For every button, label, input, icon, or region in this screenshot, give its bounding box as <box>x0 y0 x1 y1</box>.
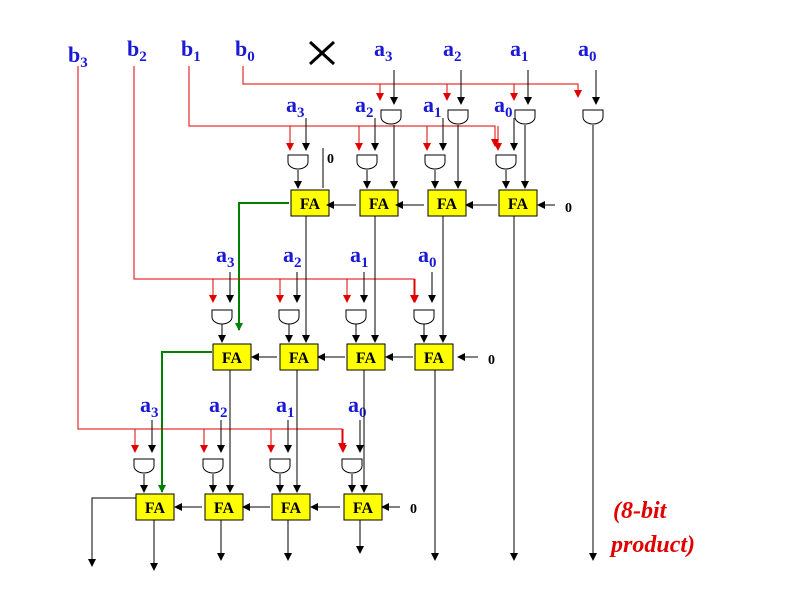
fa-r2-0 <box>212 343 252 371</box>
and-gate-r0-2 <box>514 109 536 125</box>
fa-r3-1-label: FA <box>214 500 235 517</box>
b2-line <box>133 66 418 303</box>
input-b0-label: b0 <box>235 36 255 65</box>
b0-line <box>242 66 582 98</box>
and-gate-r1-3 <box>495 154 517 170</box>
fa-r3-2-label: FA <box>281 500 302 517</box>
times-icon <box>308 40 336 66</box>
and-gate-r3-0 <box>133 458 155 474</box>
row2-a0-label: a0 <box>418 242 437 271</box>
b3-line <box>77 66 346 451</box>
and-gate-r0-0 <box>380 109 402 125</box>
row2-a2-label: a2 <box>283 242 302 271</box>
and-gate-r2-1 <box>278 309 300 325</box>
fa-r3-0 <box>135 493 175 521</box>
input-a3-label: a3 <box>374 36 393 65</box>
row3-a1-label: a1 <box>276 392 295 421</box>
row2-a1-label: a1 <box>350 242 369 271</box>
fa-r3-3-label: FA <box>353 500 374 517</box>
row1-a2-label: a2 <box>355 92 374 121</box>
and-gate-r2-0 <box>211 309 233 325</box>
r1-carry-out <box>235 202 289 331</box>
row3-a3-label: a3 <box>140 392 159 421</box>
row2-a3-label: a3 <box>216 242 235 271</box>
and-gate-r0-3 <box>582 109 604 125</box>
fa-r1-1 <box>359 189 399 217</box>
row3-a0-label: a0 <box>348 392 367 421</box>
fa-r2-0-label: FA <box>222 350 243 367</box>
fa-r1-3-label: FA <box>508 196 529 213</box>
product-note-line1: (8-bit <box>613 498 668 524</box>
input-a2-label: a2 <box>443 36 462 65</box>
and-gate-r1-0 <box>287 154 309 170</box>
input-b-labels: b3 b2 b1 b0 <box>68 36 255 71</box>
r2-carry-out <box>158 351 212 493</box>
row3-a2-label: a2 <box>209 392 228 421</box>
fa-r1-1-label: FA <box>369 196 390 213</box>
row1-a1-label: a1 <box>423 92 442 121</box>
fa-r2-2-label: FA <box>356 350 377 367</box>
and-gate-r1-1 <box>356 154 378 170</box>
input-a1-label: a1 <box>510 36 529 65</box>
and-gate-r3-3 <box>341 458 363 474</box>
input-a-labels: a3 a2 a1 a0 <box>374 36 597 65</box>
fa-r2-1-label: FA <box>289 350 310 367</box>
r3-carry-zero: 0 <box>410 502 417 517</box>
r1-carry-zero: 0 <box>565 201 572 216</box>
product-note-line2: product) <box>609 532 695 558</box>
input-b1-label: b1 <box>181 36 201 65</box>
and-gate-r1-2 <box>424 154 446 170</box>
row1-a0-label: a0 <box>494 92 513 121</box>
input-b3-label: b3 <box>68 42 88 71</box>
fa-r2-2 <box>346 343 386 371</box>
and-gate-r3-1 <box>202 458 224 474</box>
fa-r2-3 <box>414 343 454 371</box>
fa-r2-3-label: FA <box>424 350 445 367</box>
row1-a3-label: a3 <box>286 92 305 121</box>
and-gate-r0-1 <box>447 109 469 125</box>
and-gate-r2-3 <box>413 309 435 325</box>
p7-output <box>88 497 136 567</box>
input-b2-label: b2 <box>127 36 147 65</box>
r1-zero-top: 0 <box>327 152 334 167</box>
fa-r3-0-label: FA <box>145 500 166 517</box>
b1-line <box>188 66 499 147</box>
input-a0-label: a0 <box>578 36 597 65</box>
fa-r1-0-label: FA <box>300 196 321 213</box>
r2-carry-zero: 0 <box>488 353 495 368</box>
and-gate-r2-2 <box>345 309 367 325</box>
fa-r1-2-label: FA <box>437 196 458 213</box>
and-gate-r3-2 <box>269 458 291 474</box>
product-note: (8-bit product) <box>609 498 695 558</box>
